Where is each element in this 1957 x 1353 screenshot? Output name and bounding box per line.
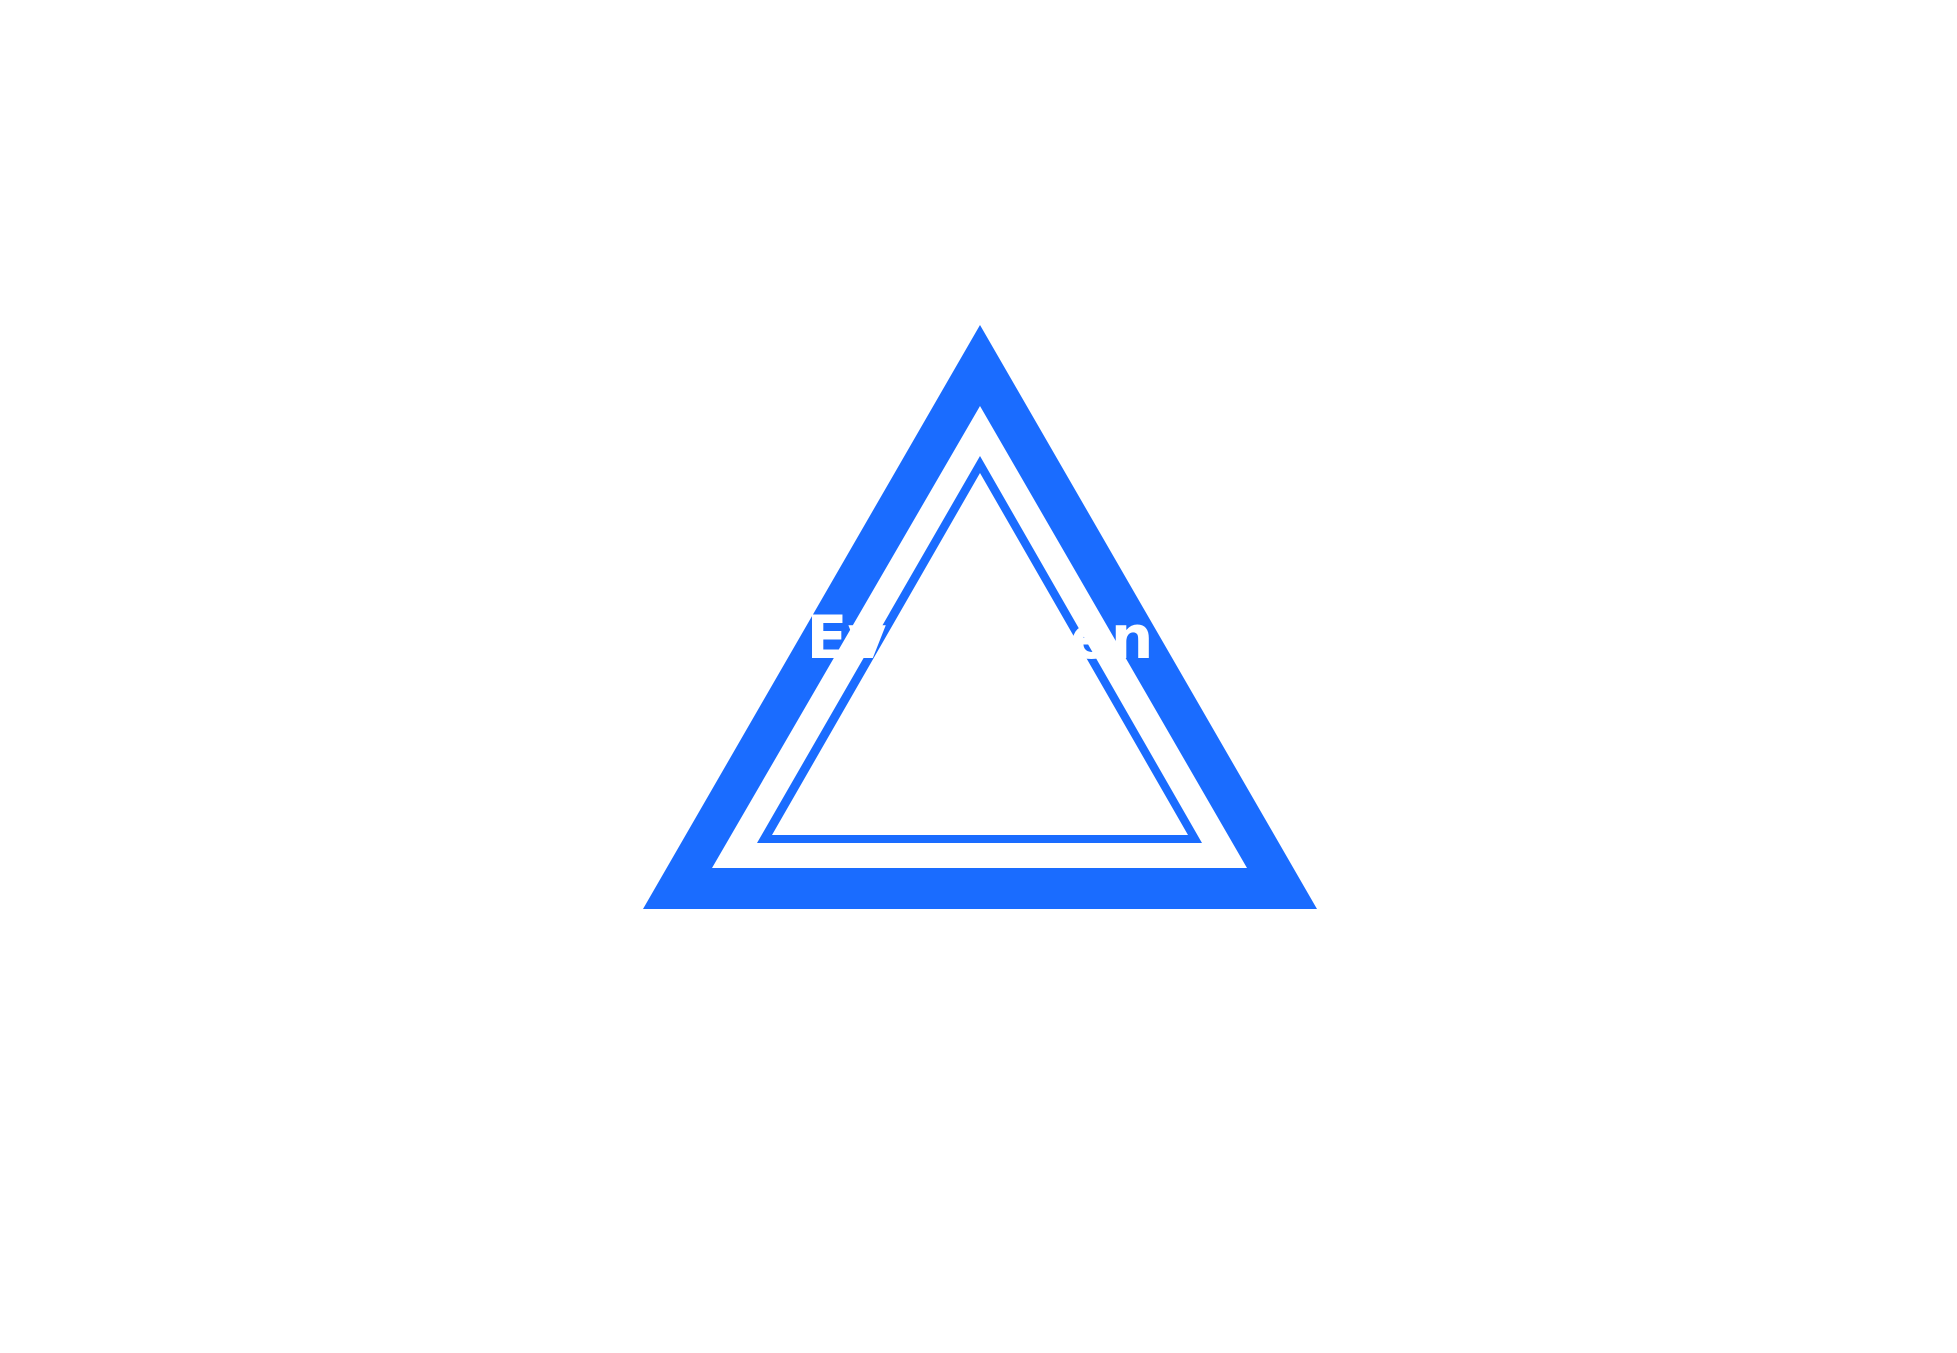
logo-wordmark: Evergreen <box>806 603 1153 673</box>
outer-triangle-ring <box>643 325 1317 909</box>
triangle-logo: Evergreen <box>643 325 1317 909</box>
